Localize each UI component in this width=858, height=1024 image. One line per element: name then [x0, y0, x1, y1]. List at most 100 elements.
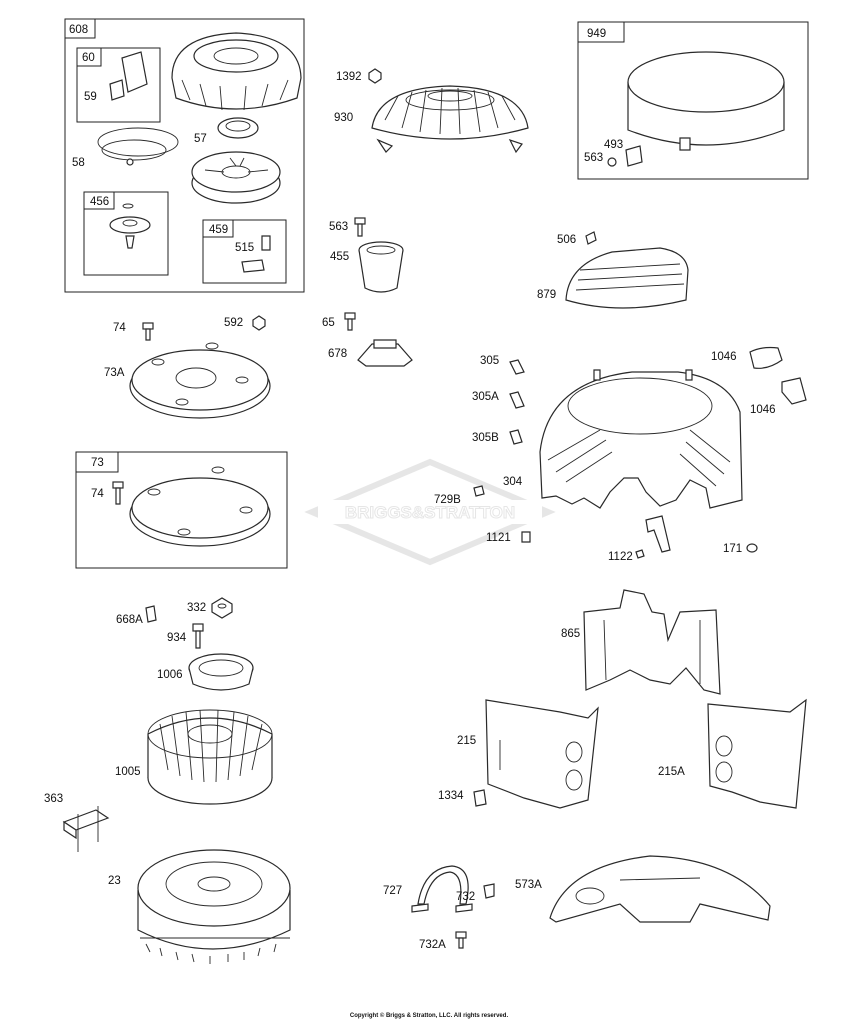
- label-57: 57: [194, 133, 207, 145]
- label-573A: 573A: [515, 879, 542, 891]
- label-1046-b: 1046: [750, 404, 776, 416]
- cup-1006: [188, 653, 254, 691]
- screw-732: [483, 883, 495, 899]
- label-1005: 1005: [115, 766, 141, 778]
- box-73: 73: [75, 451, 288, 569]
- cup-455: [358, 241, 404, 293]
- copyright-notice: Copyright © Briggs & Stratton, LLC. All …: [349, 1013, 509, 1019]
- nut-332: [211, 597, 233, 619]
- blower-housing-304: [539, 369, 743, 509]
- clamp-727: [411, 865, 473, 913]
- svg-text:949: 949: [587, 28, 606, 40]
- label-1334: 1334: [438, 790, 464, 802]
- label-563-b: 563: [584, 152, 603, 164]
- label-1046-a: 1046: [711, 351, 737, 363]
- watermark-text: BRIGGS&STRATTON: [345, 503, 515, 522]
- label-668A: 668A: [116, 614, 143, 626]
- label-304: 304: [503, 476, 523, 488]
- label-506: 506: [557, 234, 576, 246]
- label-332: 332: [187, 602, 206, 614]
- grommet-729B: [473, 485, 485, 497]
- screw-74-b: [112, 481, 124, 505]
- label-678: 678: [328, 348, 347, 360]
- label-305A: 305A: [472, 391, 499, 403]
- fan-1005: [147, 709, 273, 805]
- terminal-block-363: [62, 806, 110, 852]
- label-729B: 729B: [434, 494, 461, 506]
- label-592: 592: [224, 317, 243, 329]
- bracket-1122: [635, 515, 671, 559]
- baffle-215: [485, 699, 599, 809]
- svg-text:73: 73: [91, 457, 104, 469]
- label-363: 363: [44, 793, 63, 805]
- cylinder-head-cover-879: [565, 247, 689, 309]
- label-865: 865: [561, 628, 580, 640]
- label-1122: 1122: [608, 551, 633, 563]
- screw-563-a: [354, 217, 366, 237]
- label-74-b: 74: [91, 488, 104, 500]
- label-215: 215: [457, 735, 476, 747]
- box-60: 60: [76, 47, 161, 123]
- label-879: 879: [537, 289, 556, 301]
- label-305: 305: [480, 355, 499, 367]
- screw-65: [344, 312, 356, 331]
- svg-text:456: 456: [90, 196, 109, 208]
- bracket-678: [357, 339, 413, 367]
- starter-handle: [109, 51, 148, 101]
- pin-668A: [145, 605, 157, 623]
- label-1392: 1392: [336, 71, 362, 83]
- screw-305: [509, 359, 525, 375]
- adapter-plate-73: [129, 466, 271, 547]
- debris-screen-930: [371, 85, 529, 154]
- label-727: 727: [383, 885, 402, 897]
- screw-305B: [509, 429, 523, 445]
- label-493: 493: [604, 139, 623, 151]
- screw-305A: [509, 391, 525, 409]
- label-515: 515: [235, 242, 254, 254]
- starter-dog-assembly: [109, 203, 151, 249]
- air-cleaner-cover-949: [627, 51, 785, 151]
- nut-1121: [521, 531, 531, 543]
- screw-934: [192, 623, 204, 649]
- seal-1046-b: [781, 377, 807, 405]
- clip-493: [625, 145, 643, 167]
- label-65: 65: [322, 317, 335, 329]
- label-1121: 1121: [486, 532, 511, 544]
- label-215A: 215A: [658, 766, 685, 778]
- label-74-a: 74: [113, 322, 126, 334]
- adapter-plate-73A: [129, 342, 271, 419]
- brand-watermark: BRIGGS&STRATTON: [304, 458, 556, 566]
- label-930: 930: [334, 112, 353, 124]
- label-305B: 305B: [472, 432, 499, 444]
- box-459: 459: [202, 219, 287, 284]
- label-934: 934: [167, 632, 187, 644]
- screw-563-b: [607, 157, 617, 167]
- nut-171: [746, 543, 758, 553]
- rewind-starter-housing: [171, 32, 302, 111]
- screw-74-a: [142, 322, 154, 341]
- nut-1392: [368, 68, 382, 84]
- svg-text:60: 60: [82, 52, 95, 64]
- screw-732A: [455, 931, 467, 949]
- label-563-a: 563: [329, 221, 348, 233]
- label-73A: 73A: [104, 367, 125, 379]
- flywheel-23: [137, 849, 291, 964]
- baffle-215A: [707, 698, 807, 809]
- svg-text:608: 608: [69, 24, 88, 36]
- box-949: 949: [577, 21, 809, 180]
- label-455: 455: [330, 251, 349, 263]
- nut-592: [252, 315, 266, 331]
- seal-1046-a: [749, 346, 783, 369]
- svg-text:459: 459: [209, 224, 228, 236]
- label-23: 23: [108, 875, 121, 887]
- label-58: 58: [72, 157, 85, 169]
- label-732: 732: [456, 891, 475, 903]
- pawl-parts: [241, 235, 271, 273]
- rewind-spring: [217, 117, 259, 139]
- label-59: 59: [84, 91, 97, 103]
- label-732A: 732A: [419, 939, 446, 951]
- shroud-865: [583, 589, 721, 695]
- starter-rope: [97, 127, 179, 166]
- box-456: 456: [83, 191, 169, 276]
